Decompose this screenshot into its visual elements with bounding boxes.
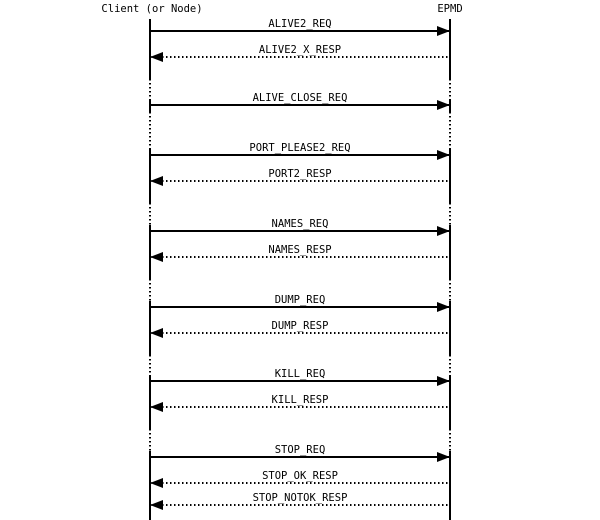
arrowhead-left-icon (150, 252, 163, 262)
arrowhead-right-icon (437, 302, 450, 312)
client-lifeline-segment (149, 79, 151, 99)
epmd-lifeline-segment (449, 279, 451, 301)
arrowhead-left-icon (150, 500, 163, 510)
arrowhead-left-icon (150, 52, 163, 62)
client-lifeline-segment (149, 429, 151, 451)
arrowhead-right-icon (437, 150, 450, 160)
message-label: KILL_RESP (271, 394, 329, 406)
client-lifeline-segment (149, 355, 151, 375)
message-label: PORT2_RESP (268, 168, 332, 180)
client-lifeline-segment (149, 203, 151, 225)
epmd-lifeline-segment (449, 149, 451, 203)
epmd-lifeline-segment (449, 79, 451, 99)
message-label: ALIVE2_X_RESP (258, 44, 342, 56)
message-label: PORT_PLEASE2_REQ (249, 142, 351, 154)
message-line (150, 230, 450, 232)
epmd-lifeline-segment (449, 99, 451, 112)
message-line (150, 30, 450, 32)
arrowhead-left-icon (150, 328, 163, 338)
message-label: KILL_REQ (274, 368, 326, 380)
message-label: STOP_NOTOK_RESP (252, 492, 348, 504)
arrowhead-right-icon (437, 26, 450, 36)
client-lifeline-segment (149, 19, 151, 79)
message-label: NAMES_REQ (271, 218, 329, 230)
message-line (150, 456, 450, 458)
epmd-lifeline-segment (449, 19, 451, 79)
message-label: DUMP_REQ (274, 294, 326, 306)
epmd-lifeline-segment (449, 203, 451, 225)
epmd-lifeline-segment (449, 225, 451, 279)
epmd-lifeline-segment (449, 375, 451, 429)
message-label: ALIVE_CLOSE_REQ (252, 92, 348, 104)
message-label: STOP_OK_RESP (262, 470, 338, 482)
actor-label-client: Client (or Node) (101, 3, 203, 15)
epmd-lifeline-segment (449, 451, 451, 520)
message-label: DUMP_RESP (271, 320, 329, 332)
message-label: NAMES_RESP (268, 244, 332, 256)
arrowhead-left-icon (150, 478, 163, 488)
arrowhead-right-icon (437, 452, 450, 462)
message-line (150, 406, 450, 408)
message-line (150, 306, 450, 308)
message-line (150, 482, 450, 484)
epmd-lifeline-segment (449, 429, 451, 451)
arrowhead-right-icon (437, 376, 450, 386)
message-line (150, 104, 450, 106)
epmd-lifeline-segment (449, 355, 451, 375)
message-label: ALIVE2_REQ (268, 18, 332, 30)
client-lifeline-segment (149, 112, 151, 149)
message-label: STOP_REQ (274, 444, 326, 456)
message-line (150, 154, 450, 156)
arrowhead-right-icon (437, 226, 450, 236)
arrowhead-left-icon (150, 402, 163, 412)
arrowhead-right-icon (437, 100, 450, 110)
actor-label-epmd: EPMD (437, 3, 463, 15)
message-line (150, 504, 450, 506)
epmd-lifeline-segment (449, 112, 451, 149)
message-line (150, 332, 450, 334)
message-line (150, 380, 450, 382)
arrowhead-left-icon (150, 176, 163, 186)
epmd-lifeline-segment (449, 301, 451, 355)
message-line (150, 180, 450, 182)
message-line (150, 256, 450, 258)
client-lifeline-segment (149, 279, 151, 301)
message-line (150, 56, 450, 58)
